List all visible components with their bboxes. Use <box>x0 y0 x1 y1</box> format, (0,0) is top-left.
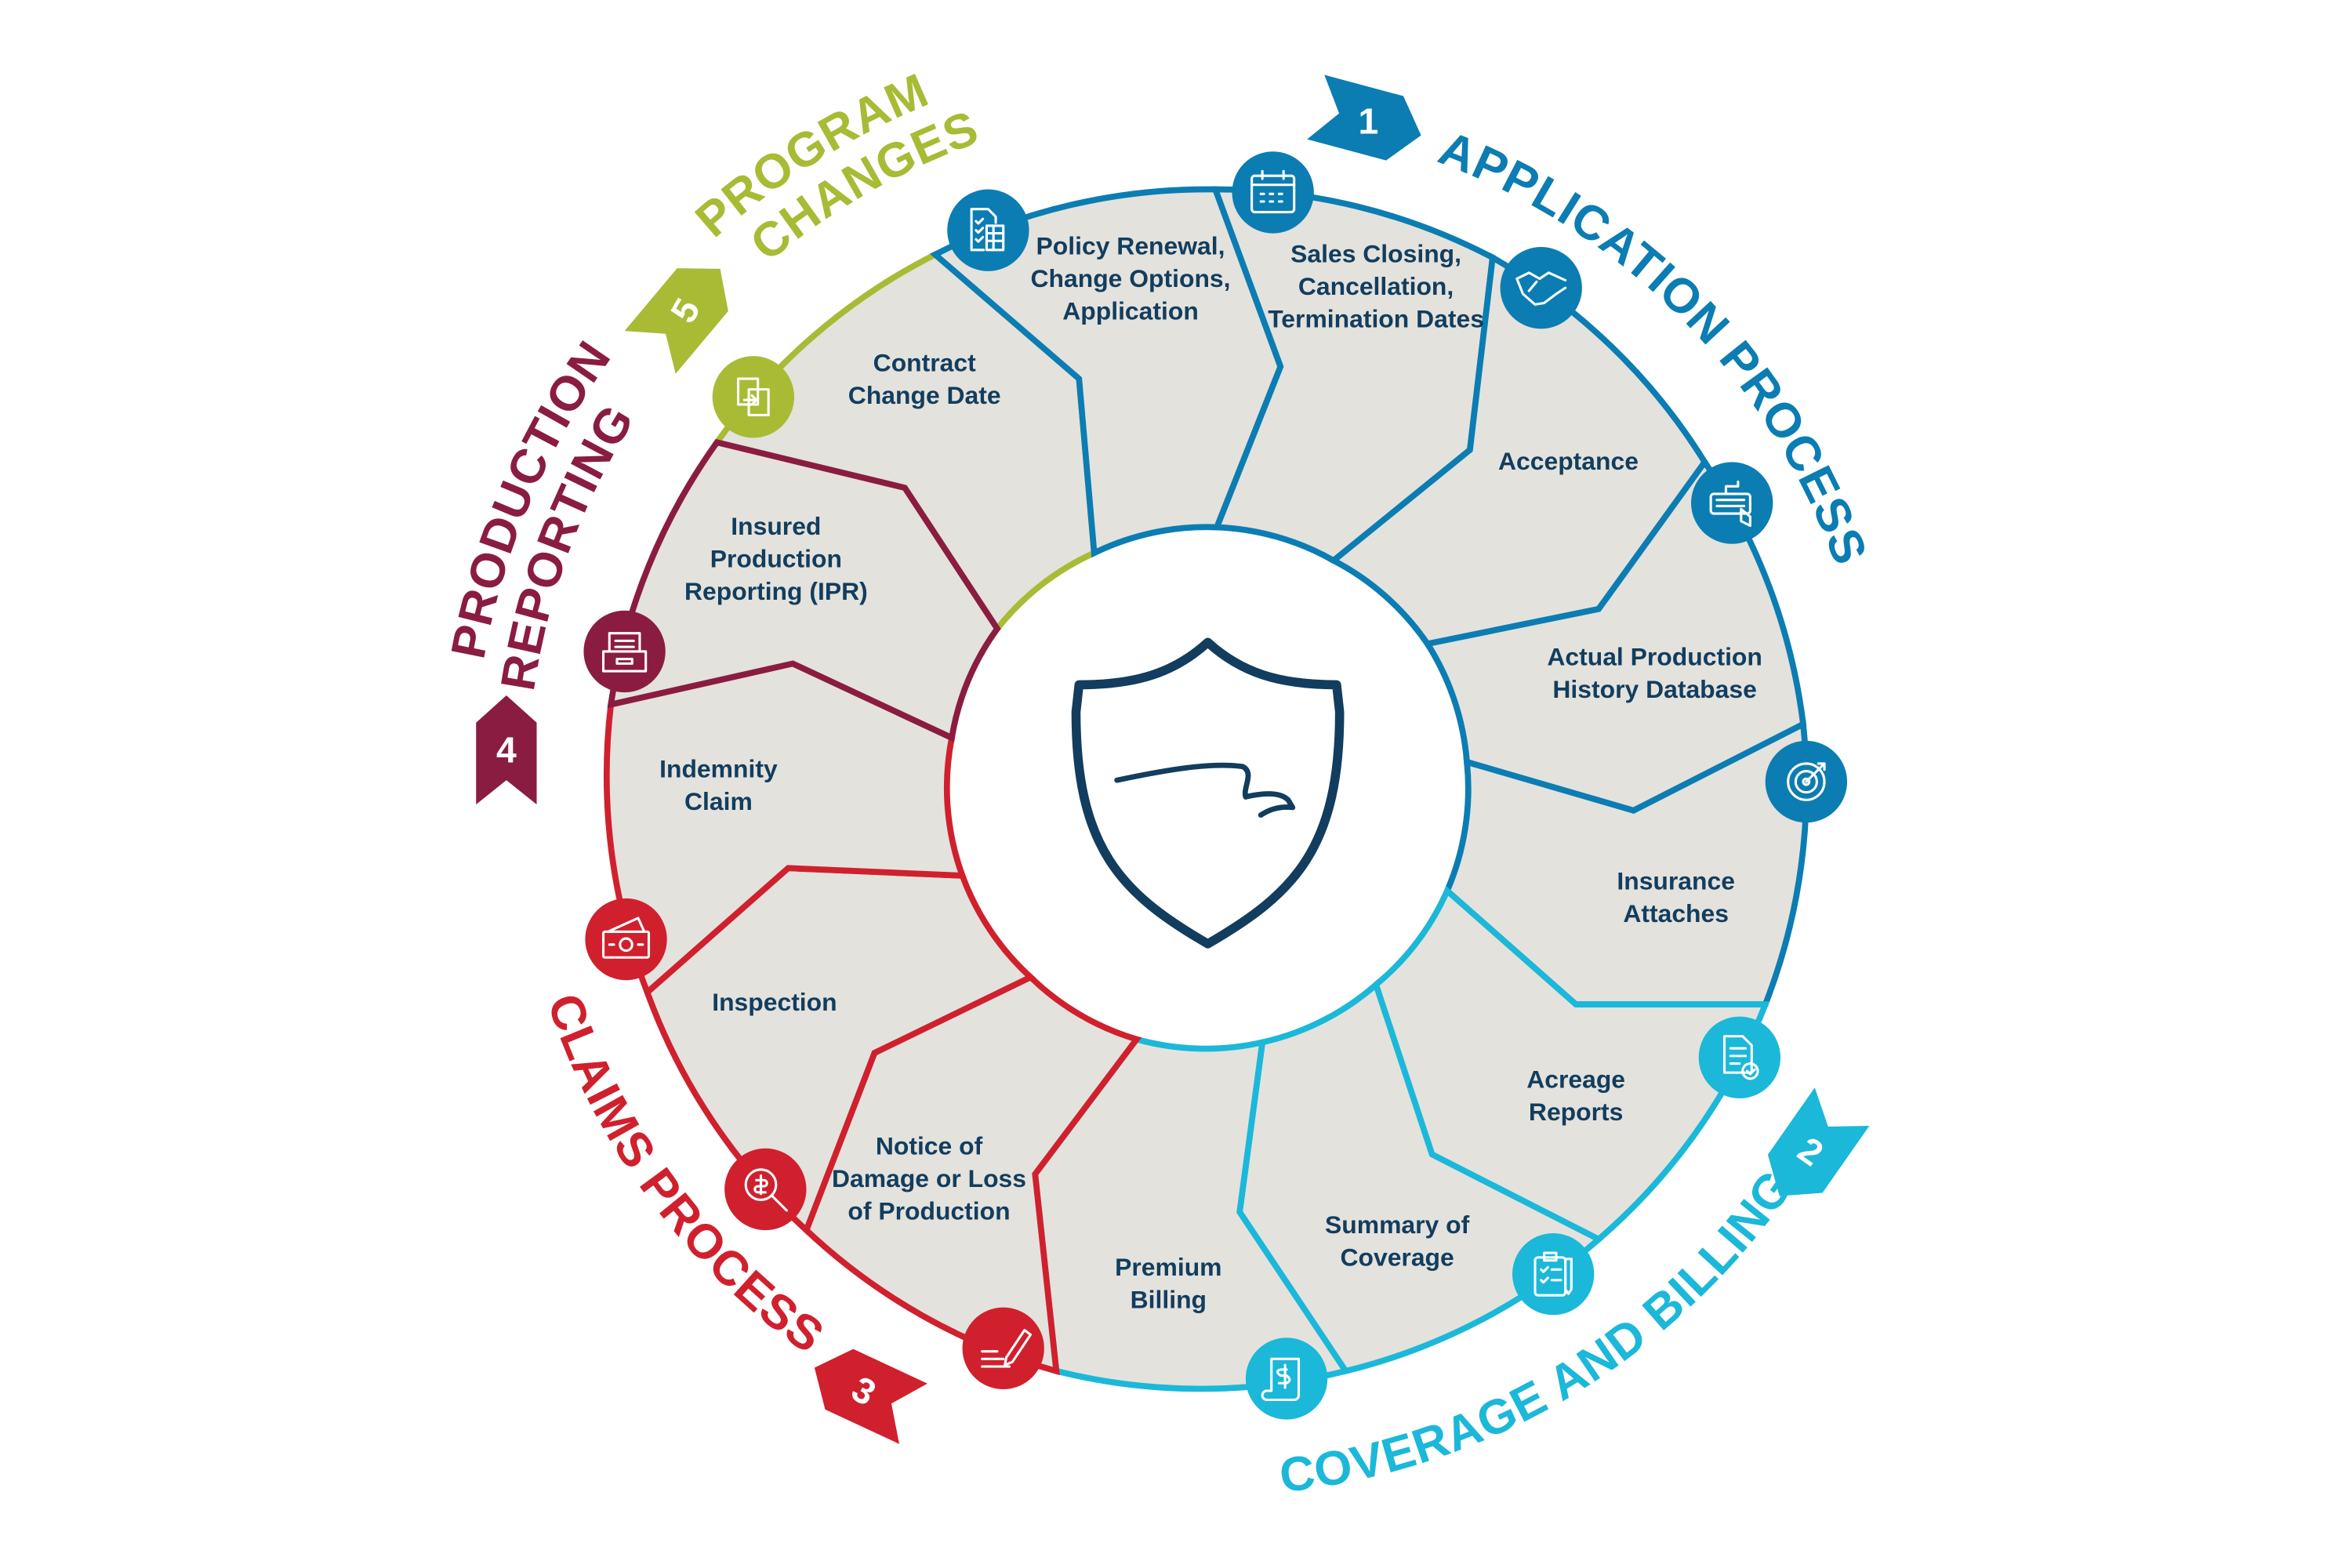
step-label: Policy Renewal, Change Options, Applicatio… <box>1031 232 1231 325</box>
group-5-badge: 5 <box>624 268 728 374</box>
clipboard-icon <box>1512 1232 1595 1316</box>
calendar-icon <box>1232 151 1314 234</box>
group-3-badge: 3 <box>814 1348 927 1444</box>
document-check-icon <box>1698 1016 1781 1098</box>
file-tray-icon <box>583 610 666 693</box>
step-icons <box>583 151 1848 1420</box>
group-2-badge: 2 <box>1767 1087 1870 1196</box>
checklist-calculator-icon <box>947 189 1029 271</box>
step-label-line: Cancellation, <box>1298 272 1454 300</box>
money-icon <box>585 898 667 981</box>
step-label-line: Contract <box>873 348 976 376</box>
step-label-line: Actual Production <box>1547 642 1762 670</box>
shield-logo-icon <box>1071 637 1345 949</box>
step-label: Notice of Damage or Loss of Production <box>832 1131 1026 1225</box>
step-label-line: Notice of <box>876 1131 983 1160</box>
step-label-line: Claim <box>684 787 753 815</box>
target-icon <box>1765 740 1848 823</box>
step-label-line: Insurance <box>1617 866 1735 895</box>
step-label-line: Acreage <box>1526 1065 1625 1093</box>
step-label-line: Termination Dates <box>1268 304 1484 332</box>
step-label-line: Policy Renewal, <box>1036 232 1225 260</box>
step-label: Summary of Coverage <box>1325 1210 1470 1272</box>
magnify-dollar-icon <box>724 1148 807 1231</box>
step-label-line: Summary of <box>1325 1210 1470 1239</box>
step-label-line: Reports <box>1529 1098 1623 1126</box>
pen-sign-icon <box>962 1307 1044 1389</box>
dollar-scroll-icon <box>1245 1338 1328 1420</box>
step-label-line: Indemnity <box>659 754 778 782</box>
step-label-line: Production <box>710 545 842 573</box>
step-label-line: Billing <box>1131 1286 1207 1314</box>
step-label-line: Application <box>1062 297 1199 325</box>
step-label: Acceptance <box>1498 447 1639 475</box>
step-label-line: Change Options, <box>1031 264 1231 292</box>
step-label-line: Sales Closing, <box>1290 239 1461 267</box>
step-label-line: History Database <box>1552 675 1756 703</box>
step-label-line: Insured <box>731 512 821 540</box>
keyboard-icon <box>1691 462 1773 544</box>
group-1-badge: 1 <box>1307 74 1421 161</box>
document-transfer-icon <box>712 356 795 438</box>
group-1-number: 1 <box>1359 101 1379 142</box>
step-label-line: Premium <box>1115 1253 1221 1281</box>
step-label: Inspection <box>712 988 837 1016</box>
step-label-line: Change Date <box>848 381 1001 409</box>
step-segments <box>603 186 1809 1392</box>
step-label-line: Coverage <box>1340 1243 1454 1271</box>
step-label-line: of Production <box>848 1197 1010 1225</box>
step-label: Sales Closing, Cancellation, Termination D… <box>1268 239 1484 332</box>
handshake-icon <box>1500 246 1582 329</box>
step-label-line: Acceptance <box>1498 447 1639 475</box>
step-label-line: Inspection <box>712 988 837 1016</box>
group-4-badge: 4 <box>476 695 537 805</box>
step-label-line: Damage or Loss <box>832 1164 1026 1192</box>
step-label-line: Attaches <box>1623 899 1729 927</box>
group-4-number: 4 <box>496 730 517 771</box>
step-label-line: Reporting (IPR) <box>684 577 868 605</box>
